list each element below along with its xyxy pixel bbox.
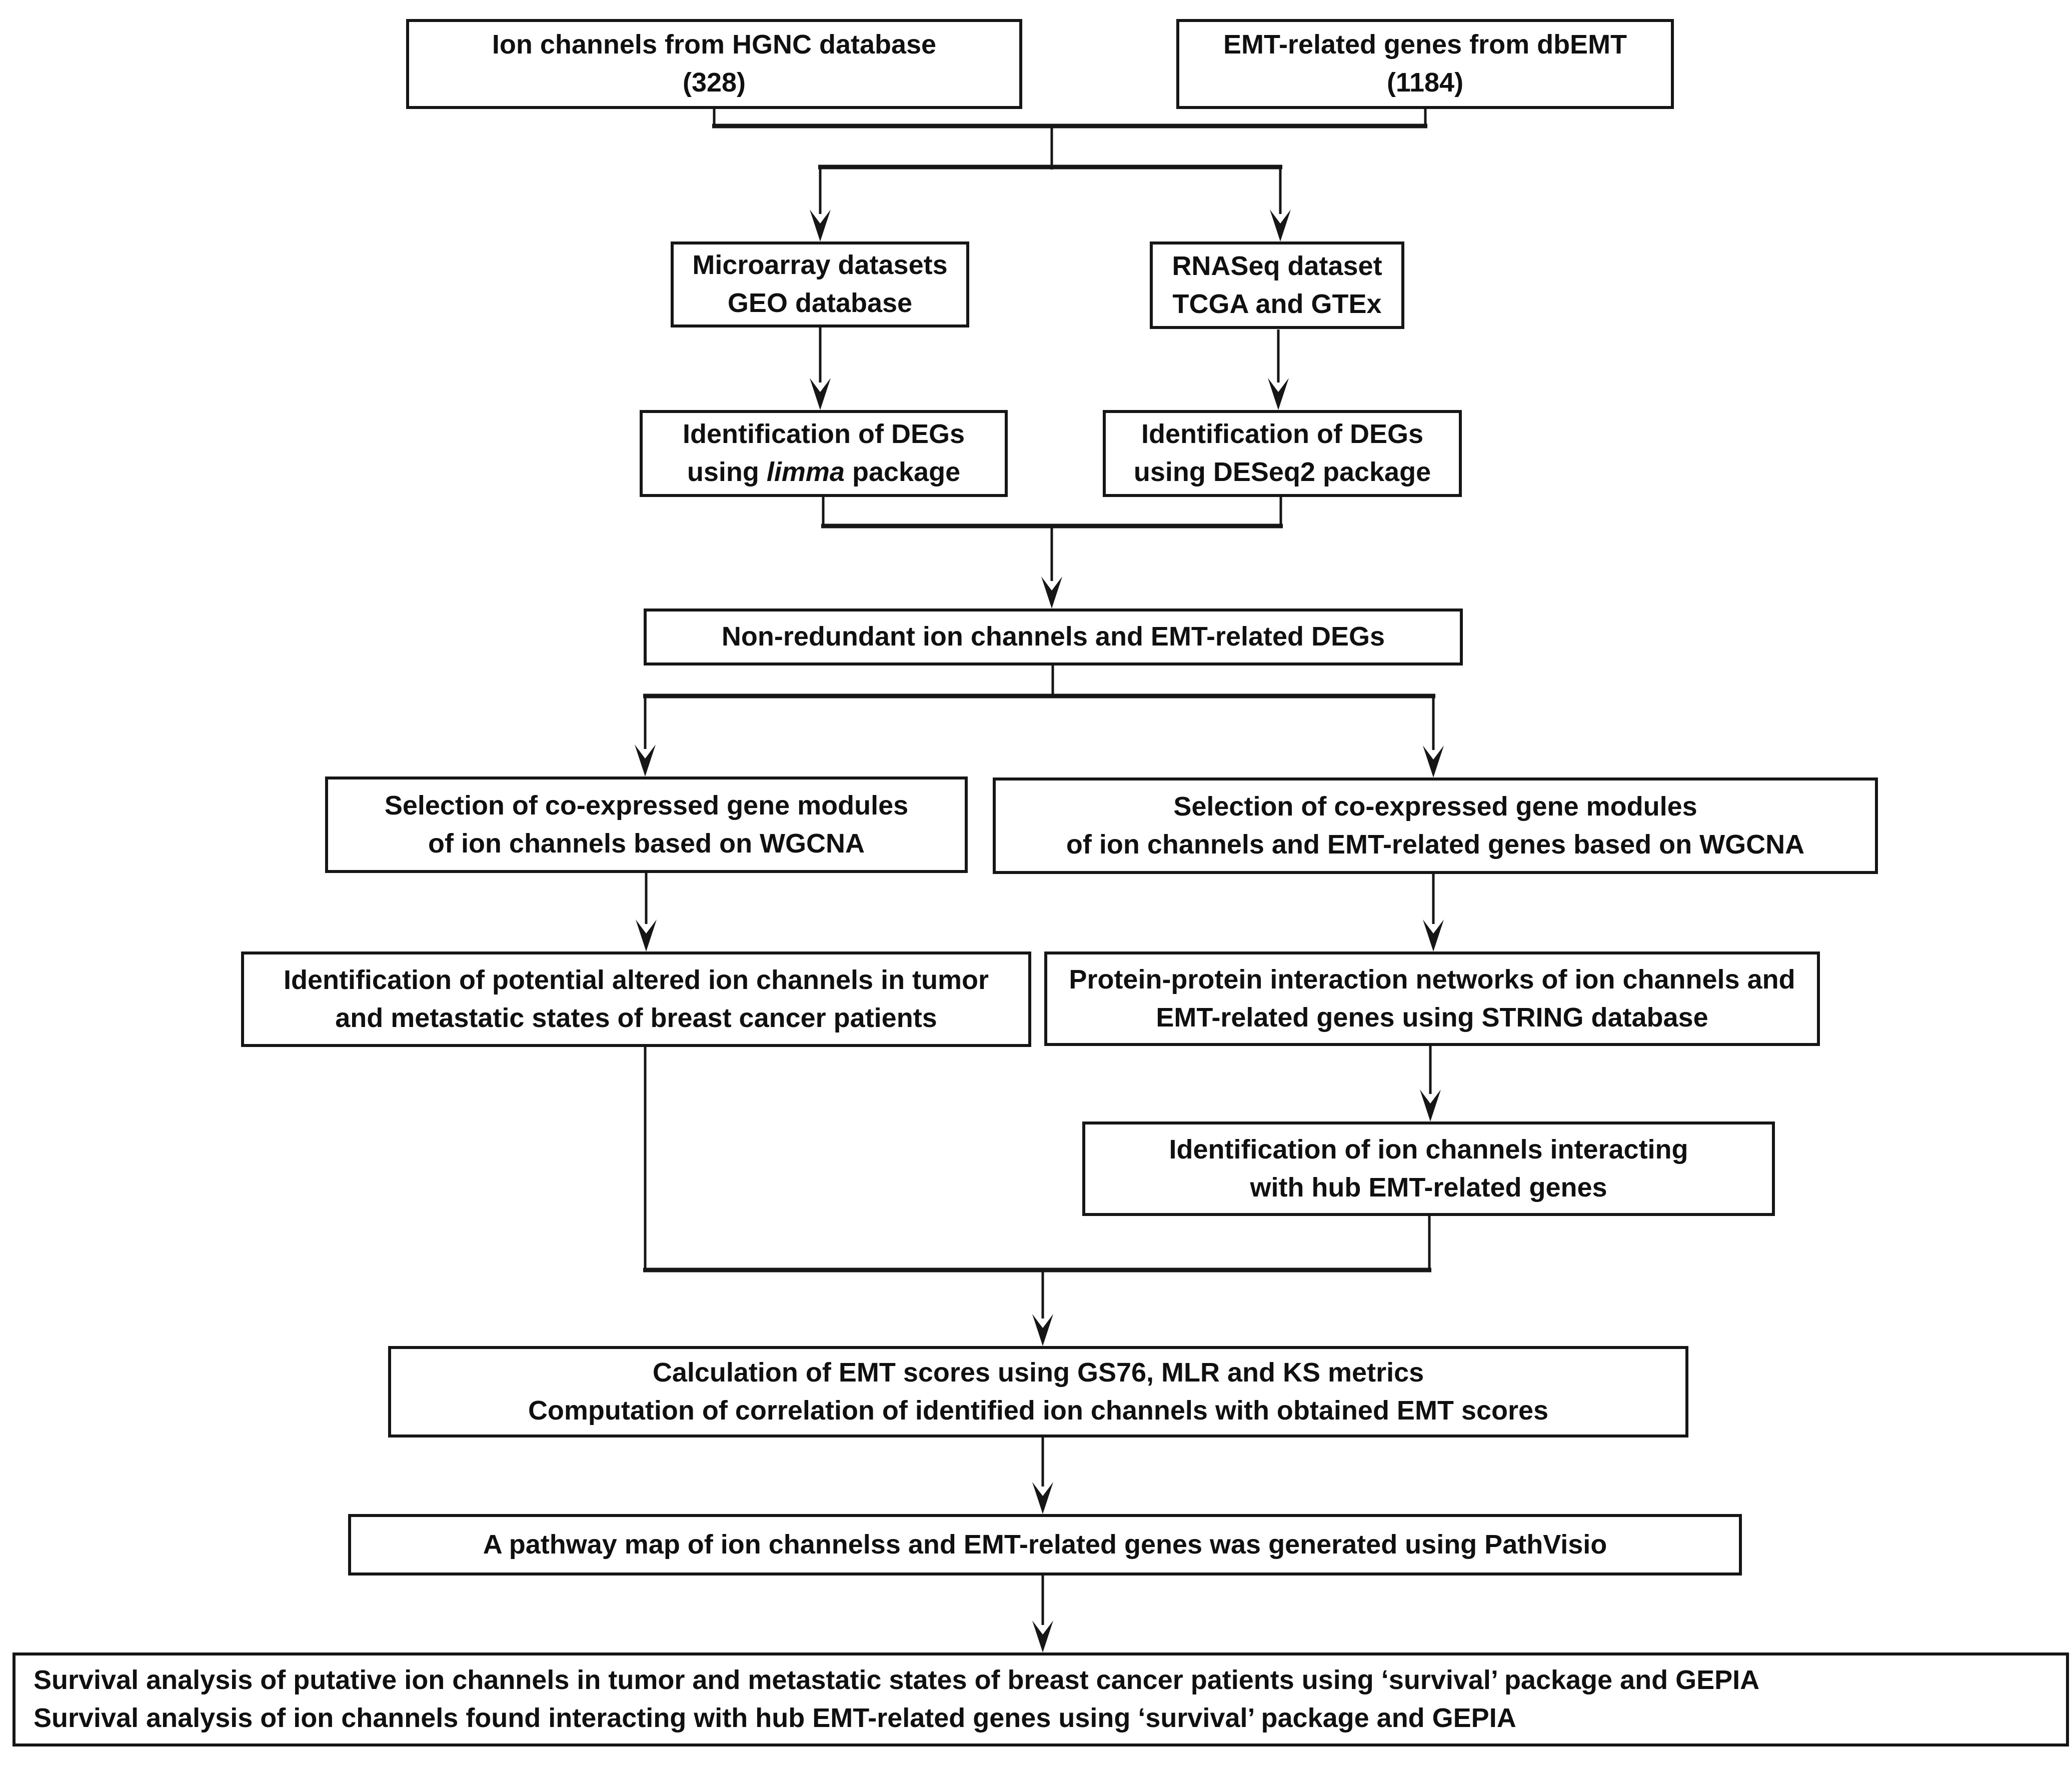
box-line: using limma package: [687, 454, 960, 492]
node-rnaseq-tcga-gtex: RNASeq dataset TCGA and GTEx: [1150, 242, 1404, 329]
box-line: Calculation of EMT scores using GS76, ML…: [652, 1357, 1424, 1388]
box-line: GEO database: [727, 288, 913, 318]
node-hub-interacting-channels: Identification of ion channels interacti…: [1082, 1122, 1775, 1216]
box-line: Survival analysis of putative ion channe…: [34, 1665, 1760, 1696]
node-wgcna-ion-and-emt: Selection of co-expressed gene modules o…: [993, 778, 1878, 874]
box-line: TCGA and GTEx: [1172, 288, 1382, 319]
box-line: Identification of potential altered ion …: [283, 964, 989, 995]
node-pathway-map-pathvisio: A pathway map of ion channelss and EMT-r…: [348, 1514, 1742, 1576]
box-line: Non-redundant ion channels and EMT-relat…: [721, 622, 1385, 652]
box-line-segment: using: [687, 457, 767, 487]
box-line: Computation of correlation of identified…: [528, 1395, 1549, 1426]
connector-vertical-lines: [644, 109, 1435, 1625]
node-ppi-string: Protein-protein interaction networks of …: [1044, 952, 1820, 1046]
box-line: Selection of co-expressed gene modules: [1173, 791, 1697, 822]
arrowheads: [635, 210, 1444, 1652]
box-line: Identification of DEGs: [682, 419, 965, 450]
box-line: and metastatic states of breast cancer p…: [335, 1002, 937, 1033]
box-line: Selection of co-expressed gene modules: [384, 790, 909, 820]
node-degs-deseq2: Identification of DEGs using DESeq2 pack…: [1103, 410, 1462, 497]
node-degs-limma: Identification of DEGs using limma packa…: [640, 410, 1008, 497]
box-line: of ion channels and EMT-related genes ba…: [1066, 829, 1805, 860]
connector-horizontal-bars: [643, 124, 1435, 1272]
box-line: of ion channels based on WGCNA: [428, 828, 865, 858]
node-nonredundant-degs: Non-redundant ion channels and EMT-relat…: [644, 608, 1463, 666]
node-microarray-geo: Microarray datasets GEO database: [671, 242, 969, 328]
box-line: using DESeq2 package: [1133, 457, 1431, 487]
box-line: with hub EMT-related genes: [1250, 1172, 1607, 1202]
node-ion-channels-hgnc: Ion channels from HGNC database (328): [406, 19, 1022, 109]
box-line: (328): [682, 68, 746, 98]
box-line: Microarray datasets: [692, 250, 948, 280]
node-altered-ion-channels: Identification of potential altered ion …: [241, 952, 1031, 1047]
box-line-segment: package: [844, 457, 961, 487]
box-line: Survival analysis of ion channels found …: [34, 1703, 1516, 1733]
box-line: EMT-related genes from dbEMT: [1223, 30, 1627, 60]
box-line: RNASeq dataset: [1172, 250, 1382, 281]
box-line: Protein-protein interaction networks of …: [1069, 964, 1795, 994]
node-emt-genes-dbemt: EMT-related genes from dbEMT (1184): [1176, 19, 1674, 109]
node-wgcna-ion-channels: Selection of co-expressed gene modules o…: [325, 776, 968, 873]
node-survival-analysis: Survival analysis of putative ion channe…: [13, 1652, 2069, 1746]
limma-italic-text: limma: [766, 457, 845, 487]
box-line: Ion channels from HGNC database: [492, 30, 937, 60]
box-line: Identification of ion channels interacti…: [1169, 1134, 1688, 1164]
box-line: (1184): [1386, 68, 1464, 98]
node-emt-scores-correlation: Calculation of EMT scores using GS76, ML…: [388, 1346, 1688, 1438]
box-line: A pathway map of ion channelss and EMT-r…: [483, 1529, 1607, 1560]
box-line: EMT-related genes using STRING database: [1156, 1002, 1708, 1032]
box-line: Identification of DEGs: [1141, 419, 1424, 450]
